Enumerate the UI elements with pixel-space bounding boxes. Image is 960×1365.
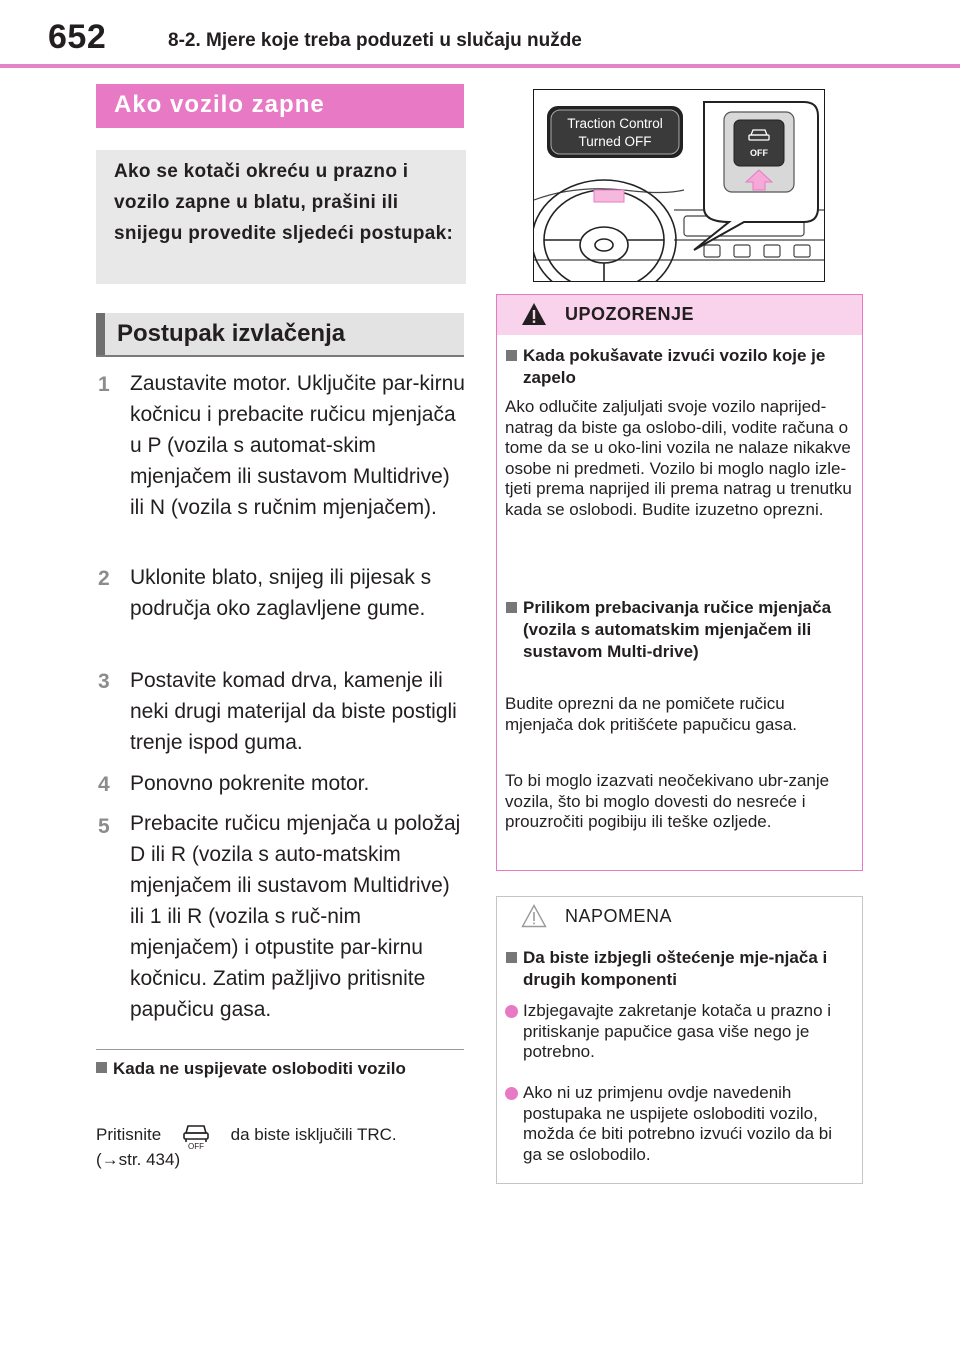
- left-note-title-text: Kada ne uspijevate osloboditi vozilo: [113, 1059, 406, 1078]
- callout-line: Turned OFF: [578, 134, 651, 149]
- warning-subtitle-text: Kada pokušavate izvući vozilo koje je za…: [523, 346, 826, 387]
- section-banner: Ako vozilo zapne: [96, 84, 464, 128]
- trc-off-icon: OFF: [166, 1120, 226, 1151]
- square-bullet-icon: [506, 350, 517, 361]
- notice-label: NAPOMENA: [565, 906, 673, 926]
- step-text: Ponovno pokrenite motor.: [130, 772, 370, 795]
- button-off-label: OFF: [750, 148, 768, 158]
- procedure-heading-box: Postupak izvlačenja: [96, 313, 464, 357]
- warning-paragraph: To bi moglo izazvati neočekivano ubr-zan…: [505, 771, 830, 831]
- reference-arrow: →: [101, 1150, 119, 1169]
- square-bullet-icon: [96, 1062, 107, 1073]
- heading-accent-bar: [96, 313, 105, 355]
- notice-subtitle: Da biste izbjegli oštećenje mje-njača i …: [505, 947, 850, 991]
- warning-paragraph: Ako odlučite zaljuljati svoje vozilo nap…: [505, 397, 852, 519]
- step-number: 4: [98, 773, 110, 796]
- chapter-title: 8-2. Mjere koje treba poduzeti u slučaju…: [168, 30, 582, 51]
- step-number: 2: [98, 567, 110, 590]
- step-text: Postavite komad drva, kamenje ili neki d…: [130, 669, 457, 754]
- warning-header: UPOZORENJE: [497, 295, 862, 335]
- notice-bullet-text: Ako ni uz primjenu ovdje navedenih postu…: [523, 1083, 832, 1164]
- warning-box: UPOZORENJE Kada pokušavate izvući vozilo…: [496, 294, 863, 871]
- notice-subtitle-text: Da biste izbjegli oštećenje mje-njača i …: [523, 948, 828, 989]
- left-note-body-after: da biste isključili TRC.: [230, 1125, 397, 1144]
- square-bullet-icon: [506, 602, 517, 613]
- notice-triangle-icon: [521, 904, 547, 928]
- intro-box: Ako se kotači okreću u prazno i vozilo z…: [96, 150, 466, 284]
- square-bullet-icon: [506, 952, 517, 963]
- callout-line: Traction Control: [567, 116, 663, 131]
- step-number: 1: [98, 373, 110, 396]
- notice-bullet: Izbjegavajte zakretanje kotača u prazno …: [505, 1001, 853, 1063]
- left-note-body: Pritisnite OFF da biste isključili TRC. …: [96, 1120, 466, 1170]
- step-text: Zaustavite motor. Uključite par-kirnu ko…: [130, 372, 465, 519]
- warning-label: UPOZORENJE: [565, 304, 695, 324]
- notice-box: NAPOMENA Da biste izbjegli oštećenje mje…: [496, 896, 863, 1184]
- round-bullet-icon: [505, 1005, 518, 1018]
- procedure-heading: Postupak izvlačenja: [117, 320, 346, 347]
- warning-subtitle: Prilikom prebacivanja ručice mjenjača (v…: [505, 597, 850, 663]
- page-reference: str. 434: [118, 1150, 175, 1169]
- step-text: Prebacite ručicu mjenjača u položaj D il…: [130, 812, 461, 1021]
- left-note-body-before: Pritisnite: [96, 1125, 162, 1144]
- step-number: 5: [98, 815, 110, 838]
- warning-triangle-icon: [522, 303, 546, 325]
- dashboard-illustration: Traction Control Turned OFF OFF: [533, 89, 825, 282]
- round-bullet-icon: [505, 1087, 518, 1100]
- divider: [96, 1049, 464, 1050]
- warning-subtitle-text: Prilikom prebacivanja ručice mjenjača (v…: [523, 598, 832, 661]
- trc-off-icon-label: OFF: [188, 1142, 204, 1150]
- notice-bullet: Ako ni uz primjenu ovdje navedenih postu…: [505, 1083, 853, 1165]
- intro-text: Ako se kotači okreću u prazno i vozilo z…: [114, 161, 454, 244]
- warning-paragraph: Budite oprezni da ne pomičete ručicu mje…: [505, 694, 797, 734]
- notice-bullet-text: Izbjegavajte zakretanje kotača u prazno …: [523, 1001, 832, 1061]
- notice-header: NAPOMENA: [497, 897, 862, 937]
- step-number: 3: [98, 670, 110, 693]
- header-rule: [0, 64, 960, 68]
- page-number: 652: [48, 18, 107, 56]
- step-text: Uklonite blato, snijeg ili pijesak s pod…: [130, 566, 432, 620]
- section-title: Ako vozilo zapne: [114, 91, 325, 118]
- left-note-title: Kada ne uspijevate osloboditi vozilo: [96, 1058, 456, 1080]
- warning-subtitle: Kada pokušavate izvući vozilo koje je za…: [505, 345, 850, 389]
